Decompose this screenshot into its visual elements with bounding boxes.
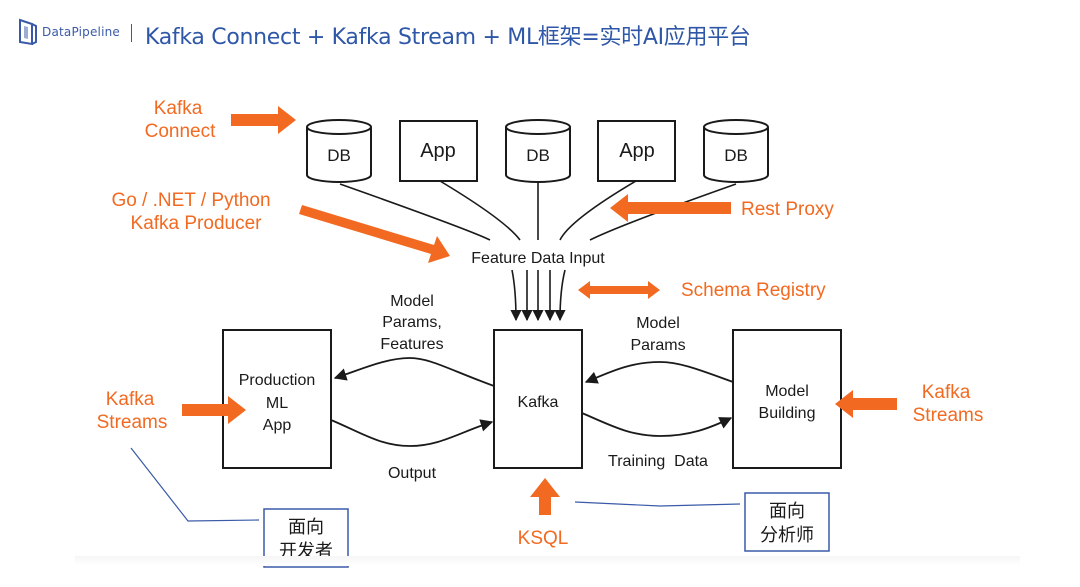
production-ml-app-line-1: Production — [239, 372, 316, 389]
rest-proxy-label: Rest Proxy — [741, 199, 834, 220]
source-app-2: App — [597, 120, 676, 182]
producer-arrow — [299, 205, 450, 263]
edge-label-output: Output — [388, 465, 437, 482]
producer-label-1: Go / .NET / Python — [111, 190, 270, 211]
kafka-streams-right-arrow — [835, 390, 897, 418]
kafka-node: Kafka — [493, 329, 583, 469]
source-connector-lines — [339, 180, 737, 241]
edge-label-model-params-right-2: Params — [630, 337, 685, 354]
production-ml-app-node: Production ML App — [222, 329, 332, 469]
developer-leader-line — [130, 447, 260, 522]
schema-registry-label: Schema Registry — [681, 280, 826, 301]
datapipeline-logo-icon — [19, 18, 37, 46]
edge-label-training-data: Training Data — [608, 453, 708, 470]
kafka-streams-left-arrow — [182, 396, 246, 424]
kafka-streams-left-label-1: Kafka — [106, 389, 155, 410]
ksql-arrow — [530, 478, 560, 515]
input-arrow-1 — [510, 269, 522, 322]
model-building-node: Model Building — [732, 329, 842, 469]
source-db-3: DB — [703, 119, 769, 183]
flow-edges — [330, 357, 734, 447]
edge-model-building-to-kafka — [584, 361, 734, 384]
production-ml-app-line-2: ML — [266, 395, 288, 412]
brand-name: DataPipeline — [42, 25, 121, 39]
header-divider — [131, 24, 132, 42]
source-app-1: App — [399, 120, 478, 182]
source-db-2-label: DB — [526, 146, 550, 165]
kafka-streams-left-label-2: Streams — [97, 412, 168, 433]
rest-proxy-arrow — [610, 194, 731, 222]
kafka-connect-label-2: Connect — [145, 121, 216, 142]
edge-label-model-params-1: Model — [390, 293, 434, 310]
edge-kafka-to-model-building — [581, 412, 733, 437]
edge-label-model-params-2: Params, — [382, 314, 442, 331]
edge-kafka-to-production — [333, 357, 495, 387]
production-ml-app-line-3: App — [263, 417, 292, 434]
connector-db-1 — [339, 183, 491, 241]
kafka-streams-right-label-1: Kafka — [922, 382, 971, 403]
analyst-callout-line-1: 面向 — [769, 501, 805, 522]
annotation-arrows — [182, 106, 897, 515]
analyst-leader-line — [574, 501, 741, 507]
callout-leader-lines — [130, 447, 741, 522]
connector-db-3 — [589, 183, 737, 241]
slide-header: DataPipeline Kafka Connect + Kafka Strea… — [0, 0, 1080, 70]
connector-app-2 — [559, 180, 637, 241]
schema-registry-arrow — [578, 281, 660, 299]
input-arrow-5 — [554, 269, 566, 322]
producer-label-2: Kafka Producer — [131, 213, 263, 234]
kafka-connect-label-1: Kafka — [154, 98, 203, 119]
image-bottom-edge — [75, 556, 1020, 566]
source-app-1-label: App — [420, 140, 456, 162]
source-db-3-label: DB — [724, 146, 748, 165]
edge-label-model-params-3: Features — [380, 336, 443, 353]
source-db-2: DB — [505, 119, 571, 183]
kafka-node-label: Kafka — [518, 394, 559, 411]
kafka-streams-right-label-2: Streams — [913, 405, 984, 426]
developer-callout-line-1: 面向 — [288, 517, 324, 538]
analyst-callout: 面向 分析师 — [744, 492, 830, 552]
page-title: Kafka Connect + Kafka Stream + ML框架=实时AI… — [145, 25, 751, 50]
edge-production-to-kafka — [330, 419, 494, 447]
model-building-line-1: Model — [765, 383, 809, 400]
kafka-connect-arrow — [231, 106, 296, 134]
edge-label-model-params-right-1: Model — [636, 315, 680, 332]
model-building-line-2: Building — [759, 405, 816, 422]
ksql-label: KSQL — [518, 528, 569, 549]
source-db-1-label: DB — [327, 146, 351, 165]
feature-data-input-label: Feature Data Input — [471, 250, 605, 267]
source-app-2-label: App — [619, 140, 655, 162]
source-db-1: DB — [306, 119, 372, 183]
analyst-callout-line-2: 分析师 — [760, 525, 814, 546]
feature-input-arrows — [510, 269, 566, 322]
connector-app-1 — [439, 180, 521, 241]
